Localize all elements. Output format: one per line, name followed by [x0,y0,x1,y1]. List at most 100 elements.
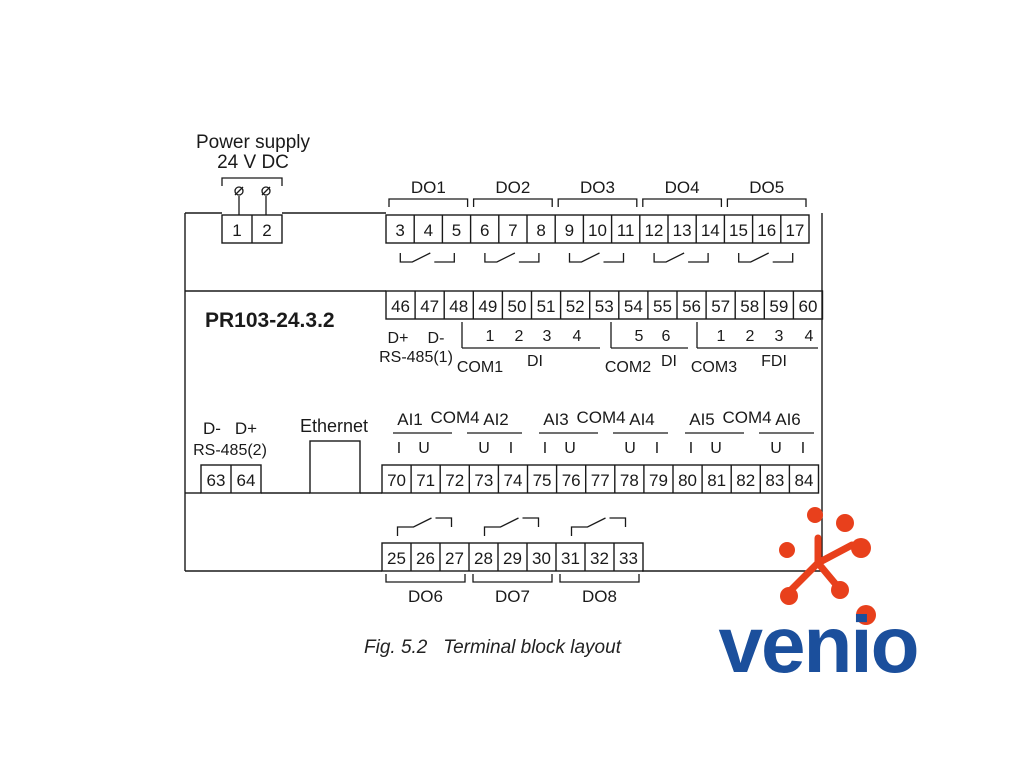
label-do1: DO1 [411,178,446,197]
do-terminal-9: 9 [565,221,574,240]
di-number-3: 3 [543,328,552,345]
logo-dot [856,605,876,625]
ai-terminal-83: 83 [765,471,784,490]
diagram-frame [184,212,823,572]
iu-label: U [418,440,430,457]
mid-terminal-49: 49 [478,297,497,316]
bracket-do5 [726,198,807,207]
ai-terminal-78: 78 [620,471,639,490]
ethernet-label: Ethernet [300,416,368,436]
rs485-1-d-plus: D+ [388,330,409,347]
iu-label: U [478,440,490,457]
iu-label: I [397,440,401,457]
ai-terminal-80: 80 [678,471,697,490]
bottom-terminal-31: 31 [561,549,580,568]
ai-terminal-70: 70 [387,471,406,490]
bottom-terminal-28: 28 [474,549,493,568]
venio-logo: venio [719,507,919,689]
relay-contact-do5 [738,252,794,263]
mid-terminal-52: 52 [566,297,585,316]
ai-terminal-84: 84 [794,471,813,490]
do-terminal-6: 6 [480,221,489,240]
ai-terminal-strip [381,464,820,494]
relay-contact-do4 [653,252,709,263]
ai-label-ai4: AI4 [629,410,655,429]
di1-label: DI [527,353,543,370]
fdi-number-3: 3 [775,328,784,345]
bracket-do4 [642,198,723,207]
ai-terminal-74: 74 [503,471,522,490]
ai-terminal-75: 75 [533,471,552,490]
ethernet-port [309,440,361,494]
iu-label: I [543,440,547,457]
fdi-label: FDI [761,353,787,370]
label-do8: DO8 [582,587,617,606]
do-terminal-16: 16 [757,221,776,240]
rs485-2-label: RS-485(2) [193,442,267,459]
rs485-1-d-minus: D- [428,330,445,347]
do-terminal-13: 13 [673,221,692,240]
bracket-do7 [472,574,553,583]
mid-terminal-56: 56 [682,297,701,316]
label-do5: DO5 [749,178,784,197]
power-screw-slash [234,186,244,196]
logo-dot [851,538,871,558]
power-screw-slash [261,186,271,196]
logo-dot [780,587,798,605]
bottom-terminal-33: 33 [619,549,638,568]
relay-contact-do6 [396,517,453,536]
iu-label: I [509,440,513,457]
mid-terminal-59: 59 [769,297,788,316]
mid-terminal-54: 54 [624,297,643,316]
power-screw-icon [234,186,244,196]
power-terminal-2: 2 [262,221,271,240]
do-terminal-17: 17 [785,221,804,240]
fdi-number-1: 1 [717,328,726,345]
mid-terminal-53: 53 [595,297,614,316]
com4-label: COM4 [722,408,771,427]
iu-label: U [770,440,782,457]
do-terminal-11: 11 [617,221,635,240]
bottom-terminal-26: 26 [416,549,435,568]
bracket-do8 [559,574,640,583]
label-do4: DO4 [665,178,700,197]
bracket-do1 [388,198,469,207]
rs485-2-terminal-63: 63 [207,471,226,490]
label-do3: DO3 [580,178,615,197]
di-number-6: 6 [662,328,671,345]
venio-logo-text: venio [719,600,918,689]
ai-terminal-71: 71 [416,471,435,490]
bottom-terminal-strip [381,542,644,572]
model-name: PR103-24.3.2 [205,309,335,332]
ai-terminal-76: 76 [562,471,581,490]
iu-label: U [710,440,722,457]
label-do6: DO6 [408,587,443,606]
ai-label-ai2: AI2 [483,410,509,429]
ai-terminal-77: 77 [591,471,610,490]
rs485-2-d-plus: D+ [235,419,257,438]
di-number-2: 2 [515,328,524,345]
mid-terminal-50: 50 [507,297,526,316]
bracket-do2 [472,198,553,207]
ai-label-ai6: AI6 [775,410,801,429]
ai-label-ai5: AI5 [689,410,715,429]
com4-label: COM4 [430,408,479,427]
bracket-do3 [557,198,638,207]
logo-dot [779,542,795,558]
rs485-2-terminal-64: 64 [237,471,256,490]
iu-label: I [689,440,693,457]
bottom-terminal-32: 32 [590,549,609,568]
do-terminal-4: 4 [424,221,433,240]
iu-label: U [564,440,576,457]
ai-terminal-81: 81 [707,471,726,490]
rs485-1-label: RS-485(1) [379,349,453,366]
mid-terminal-60: 60 [798,297,817,316]
bottom-terminal-27: 27 [445,549,464,568]
relay-contact-do3 [568,252,625,263]
com2-label: COM2 [605,359,651,376]
bottom-terminal-30: 30 [532,549,551,568]
relay-contact-do8 [570,517,627,536]
do-terminal-5: 5 [452,221,461,240]
figure-caption: Fig. 5.2 Terminal block layout [364,637,621,658]
